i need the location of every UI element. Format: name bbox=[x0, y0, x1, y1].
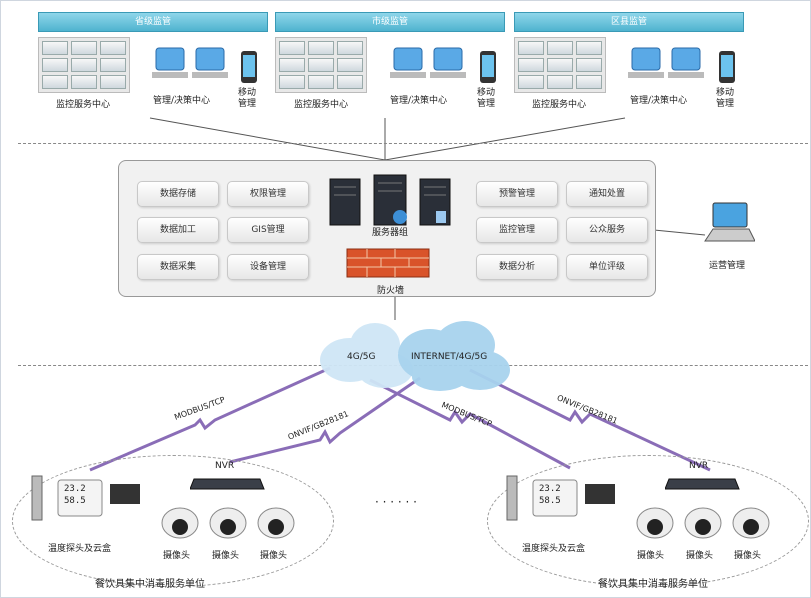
module-device: 设备管理 bbox=[227, 254, 309, 280]
module-public-service: 公众服务 bbox=[566, 217, 648, 243]
unit-label: 餐饮具集中消毒服务单位 bbox=[598, 579, 708, 590]
sensor-icon bbox=[31, 475, 140, 521]
module-gis: GIS管理 bbox=[227, 217, 309, 243]
camera-icon bbox=[636, 507, 770, 539]
decision-center-label: 管理/决策中心 bbox=[153, 96, 211, 106]
firewall-label: 防火墙 bbox=[377, 286, 405, 296]
mobile-label: 移动 管理 bbox=[716, 88, 735, 109]
mobile-phone-icon bbox=[719, 51, 735, 83]
module-data-collection: 数据采集 bbox=[137, 254, 219, 280]
computer-icon bbox=[152, 47, 228, 78]
camera-label: 摄像头 bbox=[212, 551, 240, 561]
cloud-right-label: INTERNET/4G/5G bbox=[411, 352, 488, 362]
module-data-analysis: 数据分析 bbox=[476, 254, 558, 280]
site-boundary bbox=[12, 455, 334, 587]
camera-label: 摄像头 bbox=[734, 551, 762, 561]
mobile-label: 移动 管理 bbox=[238, 88, 257, 109]
monitor-center-label: 监控服务中心 bbox=[532, 100, 587, 110]
tier-header-city: 市级监管 bbox=[275, 12, 505, 32]
platform-panel: 数据存储 权限管理 数据加工 GIS管理 数据采集 设备管理 预警管理 通知处置… bbox=[118, 160, 656, 297]
mobile-label: 移动 管理 bbox=[477, 88, 496, 109]
monitor-center-label: 监控服务中心 bbox=[294, 100, 349, 110]
module-notify: 通知处置 bbox=[566, 181, 648, 207]
nvr-icon bbox=[665, 478, 740, 490]
monitor-wall-icon bbox=[38, 37, 130, 93]
camera-label: 摄像头 bbox=[637, 551, 665, 561]
nvr-icon bbox=[190, 478, 265, 490]
sensor-icon bbox=[506, 475, 615, 521]
server-group-label: 服务器组 bbox=[372, 228, 409, 238]
module-alert: 预警管理 bbox=[476, 181, 558, 207]
temp-readout: 23.2 bbox=[539, 484, 561, 494]
firewall-icon bbox=[346, 248, 430, 278]
cloud-left-label: 4G/5G bbox=[347, 352, 376, 362]
site-boundary bbox=[487, 455, 809, 587]
sensor-label: 温度探头及云盒 bbox=[522, 544, 586, 554]
module-unit-rating: 单位评级 bbox=[566, 254, 648, 280]
camera-label: 摄像头 bbox=[260, 551, 288, 561]
unit-label: 餐饮具集中消毒服务单位 bbox=[95, 579, 205, 590]
mobile-phone-icon bbox=[241, 51, 257, 83]
decision-center-label: 管理/决策中心 bbox=[630, 96, 688, 106]
tier-header-province: 省级监管 bbox=[38, 12, 268, 32]
monitor-wall-icon bbox=[514, 37, 606, 93]
nvr-label: NVR bbox=[215, 461, 235, 471]
camera-label: 摄像头 bbox=[163, 551, 191, 561]
module-data-storage: 数据存储 bbox=[137, 181, 219, 207]
mobile-phone-icon bbox=[480, 51, 496, 83]
sensor-label: 温度探头及云盒 bbox=[48, 544, 112, 554]
camera-icon bbox=[161, 507, 295, 539]
tier-header-district: 区县监管 bbox=[514, 12, 744, 32]
temp-readout: 23.2 bbox=[64, 484, 86, 494]
decision-center-label: 管理/决策中心 bbox=[390, 96, 448, 106]
separator-top bbox=[18, 143, 808, 144]
computer-icon bbox=[628, 47, 704, 78]
computer-icon bbox=[390, 47, 466, 78]
cloud-icon bbox=[320, 321, 510, 391]
ops-label: 运营管理 bbox=[709, 261, 746, 271]
module-monitoring: 监控管理 bbox=[476, 217, 558, 243]
monitor-wall-icon bbox=[275, 37, 367, 93]
ellipsis: · · · · · · bbox=[375, 495, 417, 509]
nvr-label: NVR bbox=[689, 461, 709, 471]
module-data-processing: 数据加工 bbox=[137, 217, 219, 243]
module-permission: 权限管理 bbox=[227, 181, 309, 207]
monitor-center-label: 监控服务中心 bbox=[56, 100, 111, 110]
camera-label: 摄像头 bbox=[686, 551, 714, 561]
laptop-icon bbox=[704, 202, 755, 242]
humidity-readout: 58.5 bbox=[539, 496, 561, 506]
humidity-readout: 58.5 bbox=[64, 496, 86, 506]
server-rack-icon bbox=[329, 174, 451, 226]
